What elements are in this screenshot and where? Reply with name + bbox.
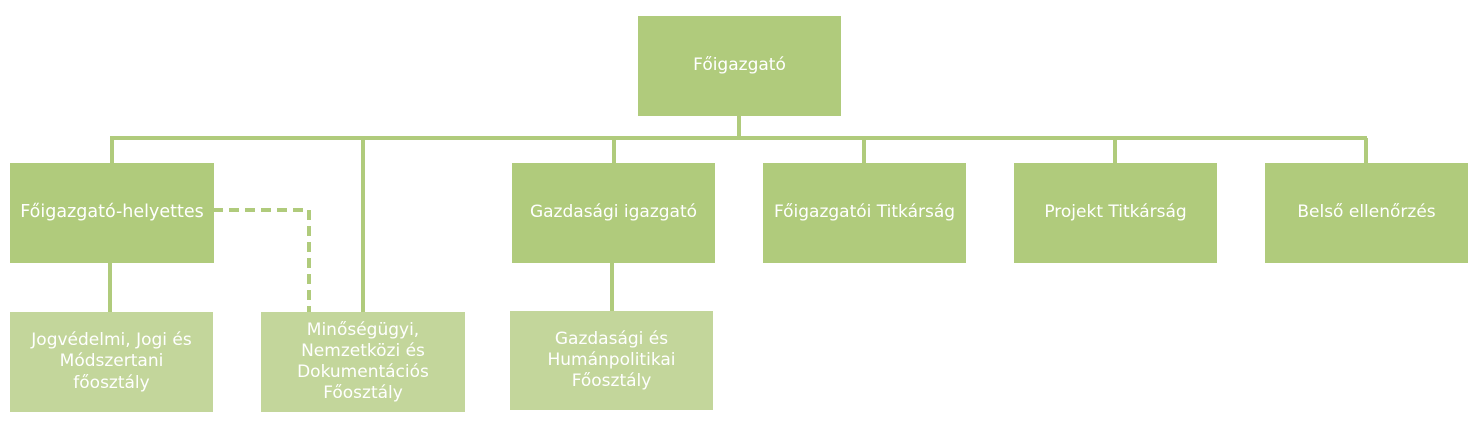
node-belso-ellenorzes-label: Belső ellenőrzés — [1297, 202, 1436, 223]
node-foigazgato-helyettes: Főigazgató-helyettes — [10, 163, 214, 263]
node-belso-ellenorzes: Belső ellenőrzés — [1265, 163, 1468, 263]
node-jogvedelmi-jogi-modszertani-label: Jogvédelmi, Jogi és Módszertani főosztál… — [31, 330, 192, 393]
node-gazdasagi-igazgato-label: Gazdasági igazgató — [529, 202, 698, 223]
node-gazdasagi-humanpolitikai-label: Gazdasági és Humánpolitikai Főosztály — [547, 328, 676, 392]
node-foigazgato-helyettes-label: Főigazgató-helyettes — [20, 202, 204, 223]
node-gazdasagi-igazgato: Gazdasági igazgató — [512, 163, 715, 263]
dashed-connector-helyettes-to-minosegugyi — [213, 208, 311, 313]
node-minosegugyi-nemzetkozi-dokumentacios-label: Minőségügyi, Nemzetközi és Dokumentációs… — [297, 319, 429, 404]
node-jogvedelmi-jogi-modszertani: Jogvédelmi, Jogi és Módszertani főosztál… — [10, 312, 213, 412]
node-foigazgatoi-titkarsag-label: Főigazgatói Titkárság — [773, 202, 956, 223]
node-minosegugyi-nemzetkozi-dokumentacios: Minőségügyi, Nemzetközi és Dokumentációs… — [261, 312, 465, 412]
node-projekt-titkarsag-label: Projekt Titkárság — [1044, 202, 1187, 223]
node-foigazgato: Főigazgató — [638, 16, 841, 116]
node-foigazgatoi-titkarsag: Főigazgatói Titkárság — [763, 163, 966, 263]
node-foigazgato-label: Főigazgató — [693, 55, 786, 76]
node-projekt-titkarsag: Projekt Titkárság — [1014, 163, 1217, 263]
node-gazdasagi-humanpolitikai: Gazdasági és Humánpolitikai Főosztály — [510, 311, 713, 410]
